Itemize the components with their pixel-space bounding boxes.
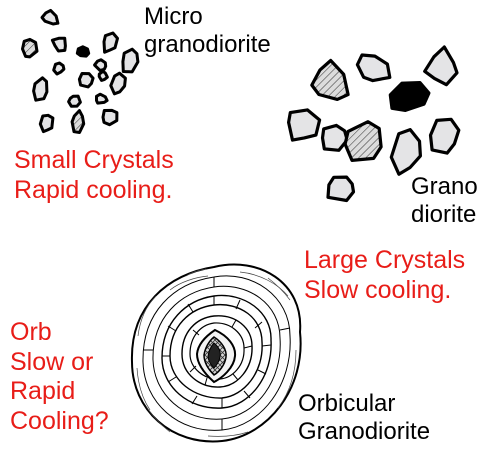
micro-granodiorite-label: Micro granodiorite	[144, 3, 271, 60]
micro-crystal	[50, 36, 67, 53]
grano-crystal	[388, 81, 431, 112]
micro-crystal	[38, 113, 55, 134]
micro-crystal	[101, 108, 119, 127]
large-crystals-note: Large Crystals Slow cooling.	[304, 246, 465, 305]
orb-cooling-question: Orb Slow or Rapid Cooling?	[10, 318, 109, 436]
micro-crystal	[70, 109, 86, 134]
orb-outer-texture	[136, 268, 297, 437]
orb-shell-2	[152, 285, 281, 420]
grano-crystal	[287, 108, 322, 142]
micro-granodiorite-texture	[21, 8, 140, 134]
grano-label-line2: diorite	[411, 201, 477, 229]
micro-crystal	[75, 45, 91, 58]
granodiorite-texture	[287, 45, 461, 203]
orb-question-line1: Orb	[10, 318, 52, 346]
orbicular-granodiorite-label: Orbicular Granodiorite	[298, 390, 430, 447]
orbicular-label-line2: Granodiorite	[298, 418, 431, 446]
orb-core-inner	[207, 342, 221, 369]
grano-crystal	[320, 123, 349, 152]
micro-crystal	[97, 69, 109, 82]
micro-crystal	[52, 61, 66, 76]
micro-crystal	[121, 47, 140, 74]
orb-question-line2: Slow or	[10, 347, 94, 376]
micro-crystal	[109, 71, 127, 96]
grano-crystal	[428, 117, 461, 155]
orb-question-line3: Rapid	[10, 377, 76, 405]
granodiorite-label: Grano diorite	[411, 173, 478, 230]
micro-crystal	[32, 76, 49, 102]
orb-question-line4: Cooling?	[10, 406, 109, 435]
orb-radial-ticks	[143, 277, 291, 430]
small-crystals-line2: Rapid cooling.	[14, 175, 173, 204]
grano-crystal	[389, 128, 422, 176]
micro-crystal	[67, 94, 82, 108]
micro-crystal	[40, 8, 60, 26]
orb-shell-5	[181, 315, 253, 388]
large-crystals-line2: Slow cooling.	[304, 275, 452, 304]
small-crystals-note: Small Crystals Rapid cooling.	[14, 146, 174, 205]
orbicular-label-line1: Orbicular	[298, 390, 396, 417]
micro-crystal	[102, 31, 119, 54]
micro-crystal	[93, 58, 108, 72]
large-crystals-line1: Large Crystals	[304, 246, 466, 274]
micro-crystal	[95, 92, 109, 105]
grano-crystal	[310, 58, 350, 101]
grano-crystal	[355, 53, 392, 83]
orbicular-granodiorite-texture	[130, 263, 302, 443]
micro-label-line2: granodiorite	[144, 31, 271, 59]
micro-crystal	[77, 72, 95, 89]
orb-outer-boundary	[130, 263, 302, 443]
grano-label-line1: Grano	[411, 173, 478, 200]
grano-crystal	[423, 45, 459, 87]
micro-label-line1: Micro	[144, 3, 203, 30]
small-crystals-line1: Small Crystals	[14, 146, 174, 174]
micro-crystal	[21, 37, 39, 59]
grano-crystal	[326, 175, 356, 203]
grano-crystal	[343, 120, 383, 162]
